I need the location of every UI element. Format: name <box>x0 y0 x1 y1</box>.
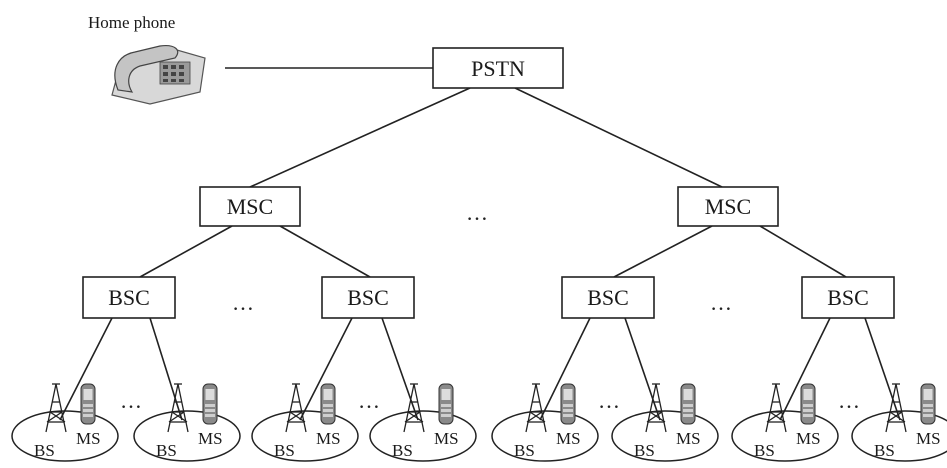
msc-node-right: MSC <box>677 186 779 227</box>
bs-label: BS <box>514 441 535 460</box>
msc-node-left: MSC <box>199 186 301 227</box>
bsc-label: BSC <box>108 285 150 310</box>
telephone-icon <box>111 45 206 105</box>
home-phone-label: Home phone <box>88 13 175 32</box>
ms-label: MS <box>916 429 941 448</box>
bsc-ellipsis-left: … <box>232 290 257 315</box>
ms-label: MS <box>434 429 459 448</box>
bs-label: BS <box>156 441 177 460</box>
bsc-ellipsis-right: … <box>710 290 735 315</box>
cell-coverage-ellipse <box>369 410 477 462</box>
cell-2: BS MS <box>133 383 241 462</box>
pstn-node: PSTN <box>432 47 564 89</box>
pstn-label: PSTN <box>471 56 525 81</box>
cell-coverage-ellipse <box>11 410 119 462</box>
base-station-tower-icon <box>285 383 307 433</box>
ms-label: MS <box>198 429 223 448</box>
base-station-tower-icon <box>765 383 787 433</box>
base-station-tower-icon <box>45 383 67 433</box>
bs-label: BS <box>274 441 295 460</box>
bsc-node-1: BSC <box>82 276 176 319</box>
bs-label: BS <box>34 441 55 460</box>
msc-ellipsis: … <box>466 200 491 225</box>
mobile-phone-icon <box>680 383 696 425</box>
bsc-node-2: BSC <box>321 276 415 319</box>
base-station-tower-icon <box>167 383 189 433</box>
cell-ellipsis-2: … <box>358 388 383 413</box>
bsc-label: BSC <box>827 285 869 310</box>
cell-coverage-ellipse <box>251 410 359 462</box>
cell-7: BS MS <box>731 383 839 462</box>
cell-3: BS MS <box>251 383 359 462</box>
bs-label: BS <box>634 441 655 460</box>
bsc-label: BSC <box>587 285 629 310</box>
mobile-phone-icon <box>320 383 336 425</box>
bsc-node-3: BSC <box>561 276 655 319</box>
cell-coverage-ellipse <box>731 410 839 462</box>
ms-label: MS <box>796 429 821 448</box>
cell-ellipsis-1: … <box>120 388 145 413</box>
cells-layer: BS MS BS MS BS MS BS MS BS MS BS MS BS MS BS MS … … … … <box>11 383 947 462</box>
bsc-label: BSC <box>347 285 389 310</box>
base-station-tower-icon <box>525 383 547 433</box>
cell-1: BS MS <box>11 383 119 462</box>
bs-label: BS <box>392 441 413 460</box>
bs-label: BS <box>754 441 775 460</box>
msc-label: MSC <box>705 194 751 219</box>
mobile-phone-icon <box>560 383 576 425</box>
bs-label: BS <box>874 441 895 460</box>
msc-label: MSC <box>227 194 273 219</box>
cell-coverage-ellipse <box>491 410 599 462</box>
cell-coverage-ellipse <box>851 410 947 462</box>
cell-8: BS MS <box>851 383 947 462</box>
mobile-phone-icon <box>800 383 816 425</box>
bsc-node-4: BSC <box>801 276 895 319</box>
base-station-tower-icon <box>403 383 425 433</box>
cell-ellipsis-4: … <box>838 388 863 413</box>
ms-label: MS <box>316 429 341 448</box>
cell-ellipsis-3: … <box>598 388 623 413</box>
mobile-phone-icon <box>202 383 218 425</box>
cell-5: BS MS <box>491 383 599 462</box>
ms-label: MS <box>676 429 701 448</box>
base-station-tower-icon <box>885 383 907 433</box>
mobile-phone-icon <box>438 383 454 425</box>
links <box>59 67 901 421</box>
mobile-phone-icon <box>80 383 96 425</box>
cell-coverage-ellipse <box>611 410 719 462</box>
ms-label: MS <box>76 429 101 448</box>
cell-4: BS MS <box>369 383 477 462</box>
base-station-tower-icon <box>645 383 667 433</box>
mobile-phone-icon <box>920 383 936 425</box>
cell-coverage-ellipse <box>133 410 241 462</box>
cell-6: BS MS <box>611 383 719 462</box>
ms-label: MS <box>556 429 581 448</box>
